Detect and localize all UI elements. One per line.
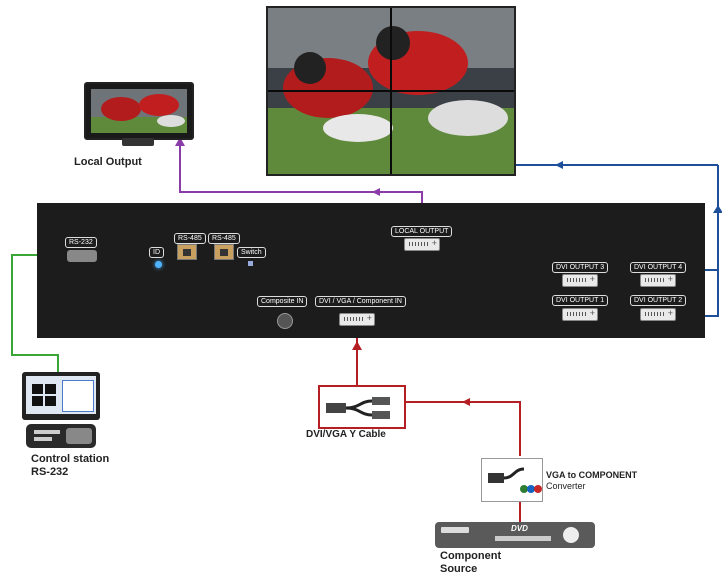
dvi-output-4-label: DVI OUTPUT 4 [630,262,687,273]
composite-in-label: Composite IN [257,296,308,307]
drive-slot-2 [34,437,52,441]
computer-screen [26,376,96,414]
dvi-output-2-label: DVI OUTPUT 2 [630,295,687,306]
device-back-panel: RS-232 RS-485 RS-485 ID Switch LOCAL OUT… [37,203,705,338]
dvi-vga-component-in-label: DVI / VGA / Component IN [315,296,406,307]
computer-icon [22,372,102,452]
rs232-port [67,250,97,262]
dvi-output-2-port [640,308,676,321]
vga-converter-line2: Converter [546,481,586,491]
rs485-port-a [177,244,197,260]
videowall-image [266,6,516,176]
id-led [155,261,162,268]
component-source-line1: Component [440,550,502,562]
computer-monitor [22,372,100,420]
component-source-line2: Source [440,563,478,575]
switch-button[interactable] [248,261,253,266]
drive-slot [34,430,60,434]
wall-divider-horizontal [268,90,514,92]
control-station-line1: Control station [31,453,110,465]
dvi-output-1-port [562,308,598,321]
component-source-caption: Component Source [440,550,501,576]
rs232-label: RS-232 [65,237,97,248]
vga-converter-caption: VGA to COMPONENT Converter [546,470,637,492]
rs485-label-b: RS-485 [208,233,240,244]
monitor-stand [122,138,154,146]
display-bar [495,536,551,541]
local-output-label: LOCAL OUTPUT [391,226,453,237]
rs485-label-a: RS-485 [174,233,206,244]
control-station-caption: Control station RS-232 [31,453,109,479]
disc-tray [441,527,469,533]
monitor-icon [84,82,194,150]
dvi-output-1-label: DVI OUTPUT 1 [552,295,609,306]
composite-in-port [277,313,293,329]
dvd-logo: DVD [511,524,528,533]
local-output-port [404,238,440,251]
computer-base [26,424,96,448]
converter-icon [481,458,543,502]
power-button [563,527,579,543]
control-station-line2: RS-232 [31,466,69,478]
switch-label: Switch [237,247,266,258]
id-label: ID [149,247,164,258]
dvi-vga-component-in-port [339,313,375,326]
dvi-output-3-port [562,274,598,287]
dvi-vga-cable-caption: DVI/VGA Y Cable [306,429,386,440]
window-app [62,380,94,412]
rs485-port-b [214,244,234,260]
local-output-caption: Local Output [74,156,142,168]
dvi-output-4-port [640,274,676,287]
power-panel [66,428,92,444]
vga-converter-line1: VGA to COMPONENT [546,470,638,480]
dvi-output-3-label: DVI OUTPUT 3 [552,262,609,273]
dvd-player-icon: DVD [435,522,595,548]
windows-logo-icon [32,384,56,406]
cable-icon [318,385,406,429]
monitor-screen [84,82,194,140]
